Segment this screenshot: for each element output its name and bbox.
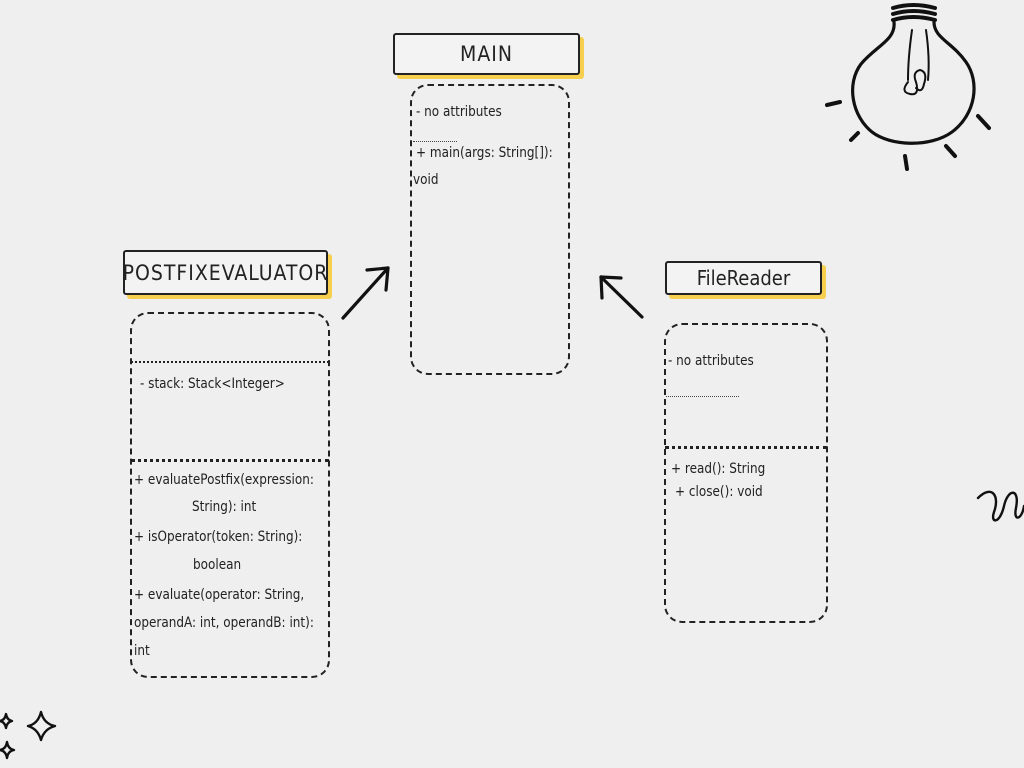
postfix-evaluator-class-body: [130, 312, 330, 678]
postfix-evaluator-class-name: POSTFIXEVALUATOR: [122, 260, 329, 285]
main-attributes: - no attributes: [416, 104, 502, 120]
main-divider: [413, 141, 457, 142]
file-reader-method-line: + close(): void: [675, 484, 763, 500]
file-reader-attributes: - no attributes: [668, 353, 754, 369]
lightbulb-icon: [825, 3, 991, 171]
postfix-evaluator-method-line: + evaluatePostfix(expression:: [134, 472, 314, 488]
file-reader-class-body: [664, 323, 828, 623]
file-reader-class-title: FileReader: [665, 261, 822, 295]
main-class-title: MAIN: [393, 33, 580, 75]
postfix-evaluator-method-line: operandA: int, operandB: int):: [134, 615, 314, 631]
file-reader-class-name: FileReader: [696, 266, 791, 290]
sparkle-icon: [0, 710, 57, 760]
main-method-line2: void: [413, 172, 439, 188]
main-class-body: [410, 84, 570, 375]
squiggle-icon: [976, 490, 1024, 522]
postfix-evaluator-attribute: - stack: Stack<Integer>: [140, 376, 285, 392]
file-reader-attr-divider: [666, 396, 739, 397]
postfix-evaluator-top-divider: [131, 361, 329, 363]
postfix-evaluator-class-title: POSTFIXEVALUATOR: [123, 250, 328, 295]
postfix-evaluator-method-line: + evaluate(operator: String,: [134, 587, 305, 603]
main-class-name: MAIN: [460, 42, 513, 66]
postfix-evaluator-method-line: String): int: [192, 499, 257, 515]
postfix-evaluator-method-divider: [131, 459, 329, 462]
file-reader-method-divider: [665, 446, 827, 449]
file-reader-method-line: + read(): String: [671, 461, 766, 477]
postfix-evaluator-method-line: boolean: [193, 557, 242, 573]
postfix-evaluator-method-line: + isOperator(token: String):: [134, 529, 303, 545]
dependency-arrow-filereader-to-main: [599, 275, 644, 319]
postfix-evaluator-method-line: int: [134, 643, 150, 659]
main-method-line1: + main(args: String[]):: [416, 145, 553, 161]
dependency-arrow-postfix-to-main: [341, 266, 390, 320]
